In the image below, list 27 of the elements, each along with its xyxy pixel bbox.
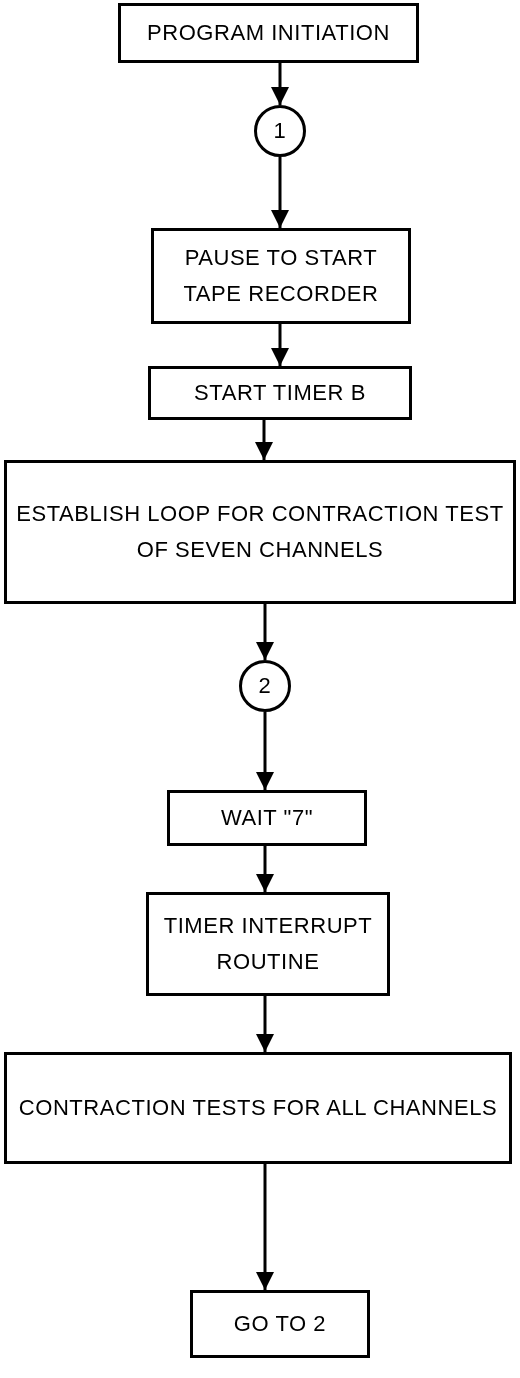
step-label: PAUSE TO START TAPE RECORDER — [182, 244, 380, 308]
arrow — [271, 63, 289, 105]
step-label: CONTRACTION TESTS FOR ALL CHANNELS — [18, 1094, 498, 1122]
process-box — [146, 892, 390, 996]
arrow — [256, 1164, 274, 1290]
process-box — [118, 3, 419, 63]
process-box — [4, 1052, 512, 1164]
arrow — [271, 324, 289, 366]
process-box — [4, 460, 516, 604]
process-box — [151, 228, 411, 324]
arrow — [255, 420, 273, 460]
arrow — [256, 996, 274, 1052]
step-label: 2 — [258, 672, 272, 700]
step-label: PROGRAM INITIATION — [147, 19, 390, 47]
arrow — [271, 157, 289, 228]
process-box — [148, 366, 412, 420]
step-label: 1 — [273, 117, 287, 145]
arrow — [256, 846, 274, 892]
step-label: WAIT "7" — [220, 804, 314, 832]
step-label: TIMER INTERRUPT ROUTINE — [162, 912, 374, 976]
process-box — [167, 790, 367, 846]
step-label: START TIMER B — [194, 379, 366, 407]
process-box — [190, 1290, 370, 1358]
step-label: GO TO 2 — [233, 1310, 327, 1338]
step-label: ESTABLISH LOOP FOR CONTRACTION TEST OF SEVEN CHANNELS — [15, 500, 505, 564]
arrow — [256, 604, 274, 660]
arrow — [256, 712, 274, 790]
